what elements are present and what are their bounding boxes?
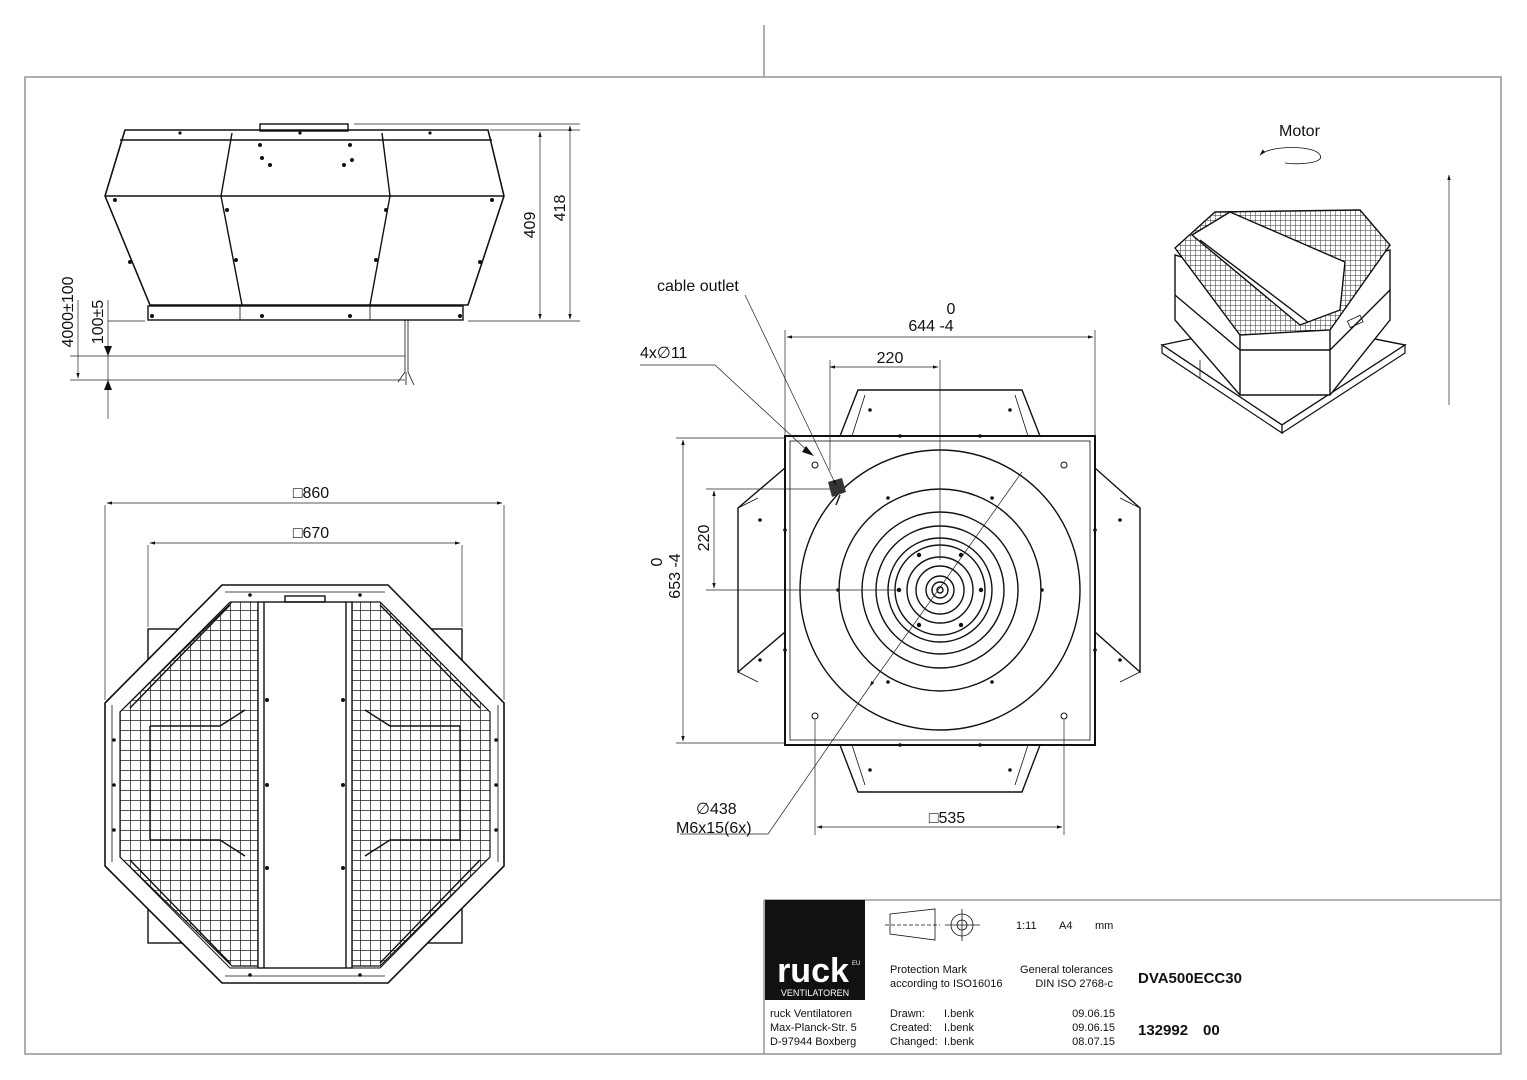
created-date: 09.06.15: [1072, 1022, 1115, 1034]
dim-220-h: 220: [877, 350, 904, 367]
paper-size: A4: [1059, 920, 1072, 932]
tolerance-line-2: DIN ISO 2768-c: [1035, 978, 1113, 990]
scale: 1:11: [1016, 920, 1037, 932]
base-view: 0 644 -4 220 0 653 -4 220 □535 cable out…: [640, 278, 1141, 837]
dim-220-v: 220: [696, 525, 713, 552]
projection-symbol-icon: [885, 908, 980, 941]
address-line-3: D-97944 Boxberg: [770, 1036, 856, 1048]
logo-subtitle: VENTILATOREN: [781, 988, 849, 998]
dim-100: 100±5: [90, 300, 107, 344]
dim-535: □535: [929, 810, 965, 827]
created-by: I.benk: [944, 1022, 974, 1034]
drawn-label: Drawn:: [890, 1008, 925, 1020]
dim-670: □670: [293, 525, 329, 542]
dim-860: □860: [293, 485, 329, 502]
screws-label: M6x15(6x): [676, 820, 752, 837]
isometric-view: Motor: [1160, 123, 1451, 435]
address-line-1: ruck Ventilatoren: [770, 1008, 852, 1020]
dim-418: 418: [552, 195, 569, 222]
dim-4000: 4000±100: [60, 276, 77, 347]
revision: 00: [1203, 1022, 1220, 1039]
model-number: DVA500ECC30: [1138, 970, 1242, 987]
changed-label: Changed:: [890, 1036, 938, 1048]
dim-409: 409: [522, 212, 539, 239]
cable-outlet-label: cable outlet: [657, 278, 739, 295]
drawn-date: 09.06.15: [1072, 1008, 1115, 1020]
logo-eu: EU: [852, 961, 860, 967]
drawn-by: I.benk: [944, 1008, 974, 1020]
logo-text: ruck: [777, 952, 849, 990]
protection-line-2: according to ISO16016: [890, 978, 1003, 990]
protection-line-1: Protection Mark: [890, 964, 968, 976]
holes-label: 4x∅11: [640, 345, 688, 362]
dim-644-top: 0: [947, 301, 956, 318]
dim-653: 653 -4: [667, 553, 684, 598]
units: mm: [1095, 920, 1113, 932]
dim-644: 644 -4: [908, 318, 953, 335]
address-line-2: Max-Planck-Str. 5: [770, 1022, 857, 1034]
top-view: □860 □670: [104, 485, 505, 984]
drawing-frame: [24, 25, 1502, 1055]
changed-date: 08.07.15: [1072, 1036, 1115, 1048]
title-block: ruck EU VENTILATOREN 1:11 A4 mm Protecti…: [763, 899, 1501, 1054]
side-view: 409 418 4000±100 100±5: [60, 123, 580, 419]
part-number: 132992: [1138, 1022, 1188, 1039]
tolerance-line-1: General tolerances: [1020, 964, 1113, 976]
dim-653-top: 0: [649, 557, 666, 566]
changed-by: I.benk: [944, 1036, 974, 1048]
motor-label: Motor: [1279, 123, 1321, 140]
diameter-label: ∅438: [696, 801, 737, 818]
created-label: Created:: [890, 1022, 932, 1034]
ruck-logo: [765, 900, 865, 1000]
